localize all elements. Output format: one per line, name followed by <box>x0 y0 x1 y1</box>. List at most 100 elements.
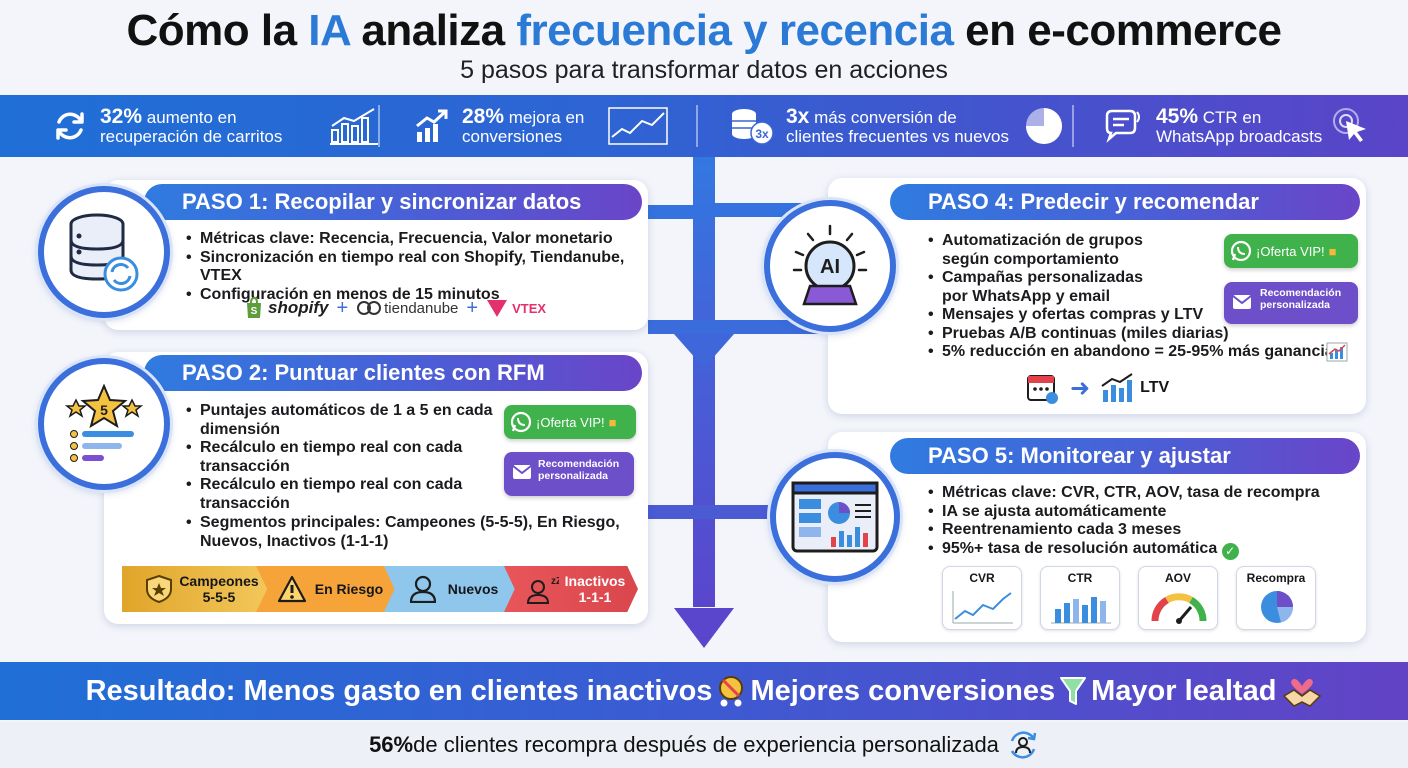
divider <box>378 105 380 147</box>
metric-card-ctr: CTR <box>1040 566 1120 630</box>
bar-chart-icon <box>1101 373 1133 402</box>
result-bar: Resultado: Menos gasto en clientes inact… <box>0 662 1408 720</box>
svg-text:S: S <box>251 306 258 317</box>
list-item: 95%+ tasa de resolución automática ✓ <box>928 540 1348 560</box>
step1-bullets: Métricas clave: Recencia, Frecuencia, Va… <box>186 230 646 304</box>
coins-icon: 3x <box>732 109 774 145</box>
funnel-icon <box>1060 677 1087 705</box>
whatsapp-icon <box>1230 240 1252 262</box>
check-circle-icon: ✓ <box>1221 542 1239 560</box>
cursor-click-icon <box>1333 108 1367 142</box>
list-item: Reentrenamiento cada 3 meses <box>928 521 1348 540</box>
pie-chart-icon <box>1261 591 1293 623</box>
title-highlight: frecuencia y recencia <box>516 6 954 55</box>
metric-card-repurchase: Recompra <box>1236 566 1316 630</box>
list-item: Métricas clave: Recencia, Frecuencia, Va… <box>186 230 646 249</box>
result-item: Mayor lealtad <box>1091 674 1277 707</box>
database-sync-icon <box>69 213 139 292</box>
handshake-heart-icon <box>1283 678 1322 707</box>
badge-text: ¡Oferta VIP! <box>1256 243 1325 259</box>
step4-bullets-more: Mensajes y ofertas compras y LTV Pruebas… <box>928 306 1368 362</box>
growth-chart-icon <box>1326 342 1348 362</box>
page-title: Cómo la IA analiza frecuencia y recencia… <box>0 6 1408 56</box>
ltv-flow: ➜ LTV <box>1026 370 1169 406</box>
no-spend-icon <box>719 676 744 707</box>
bar-chart-icon <box>330 108 379 145</box>
divider <box>1072 105 1074 147</box>
list-item: Pruebas A/B continuas (miles diarias) <box>928 325 1368 344</box>
footer-text: de clientes recompra después de experien… <box>413 732 999 757</box>
arrow-right-icon: ➜ <box>1070 374 1091 402</box>
step2-segments-bullet: Segmentos principales: Campeones (5-5-5)… <box>186 514 636 551</box>
step5-bullets: Métricas clave: CVR, CTR, AOV, tasa de r… <box>928 484 1348 560</box>
line-chart-icon <box>952 591 1013 624</box>
rating-stars-icon: 5 <box>64 384 144 462</box>
flow-connector <box>648 320 834 334</box>
chat-icon <box>1105 109 1140 143</box>
list-item: Automatización de grupos según comportam… <box>928 232 1164 269</box>
list-item: Configuración en menos de 15 minutos <box>186 286 646 305</box>
footer-value: 56% <box>369 732 414 757</box>
metric-label: CVR <box>969 571 995 585</box>
title-text: Cómo la <box>126 6 309 55</box>
step2-bullets: Puntajes automáticos de 1 a 5 en cada di… <box>186 402 496 513</box>
warning-icon <box>277 575 306 603</box>
svg-text:5: 5 <box>100 402 108 418</box>
bar-chart-icon <box>1051 597 1111 624</box>
result-item: Mejores conversiones <box>750 674 1056 707</box>
vip-offer-badge: ¡Oferta VIP! ■ <box>1224 234 1358 268</box>
metric-label: Recompra <box>1246 571 1306 585</box>
step4-bullets: Automatización de grupos según comportam… <box>928 232 1164 306</box>
list-item: Puntajes automáticos de 1 a 5 en cada di… <box>186 402 496 439</box>
email-icon <box>1232 295 1252 309</box>
recommendation-badge: Recomendación personalizada <box>1224 282 1358 324</box>
flow-arrowhead <box>674 608 734 648</box>
step5-icon-circle <box>770 452 900 582</box>
step4-icon-circle: AI <box>764 200 896 332</box>
title-text: en e-commerce <box>953 6 1282 55</box>
plus-divider: + <box>466 296 479 319</box>
divider <box>696 105 698 147</box>
list-item: Segmentos principales: Campeones (5-5-5)… <box>186 514 636 551</box>
vtex-icon <box>487 300 508 317</box>
ltv-label: LTV <box>1140 379 1170 396</box>
badge-text: personalizada <box>538 470 609 482</box>
refresh-icon <box>56 112 84 140</box>
sleeping-user-icon: zZ <box>526 576 559 604</box>
svg-text:zZ: zZ <box>551 576 559 587</box>
cloud-icon <box>357 301 382 315</box>
svg-text:3x: 3x <box>755 127 769 141</box>
step1-title: PASO 1: Recopilar y sincronizar datos <box>144 184 642 220</box>
list-item: Métricas clave: CVR, CTR, AOV, tasa de r… <box>928 484 1348 503</box>
metric-label: CTR <box>1067 571 1093 585</box>
metric-card-aov: AOV <box>1138 566 1218 630</box>
svg-text:AI: AI <box>820 256 840 278</box>
segment-at-risk: En Riesgo <box>256 566 396 612</box>
list-item: Mensajes y ofertas compras y LTV <box>928 306 1368 325</box>
shopify-bag-icon: S <box>247 297 261 318</box>
vip-offer-badge: ¡Oferta VIP! ■ <box>504 405 636 439</box>
result-item: Menos gasto en clientes inactivos <box>243 674 713 707</box>
title-ia-highlight: IA <box>308 6 350 55</box>
metric-label: AOV <box>1164 571 1191 585</box>
list-item: Sincronización en tiempo real con Shopif… <box>186 249 646 286</box>
platform-logos: S shopify + tiendanube + VTEX <box>244 296 546 320</box>
badge-text: ¡Oferta VIP! <box>536 414 605 430</box>
shield-star-icon <box>146 574 173 604</box>
step1-icon-circle <box>38 186 170 318</box>
shopify-logo: shopify <box>268 298 329 317</box>
list-item: IA se ajusta automáticamente <box>928 503 1348 522</box>
pie-chart-icon <box>1026 108 1063 144</box>
flow-line-vertical <box>693 157 715 607</box>
dashboard-icon <box>791 481 879 553</box>
vtex-logo: VTEX <box>512 300 547 316</box>
list-item: Recálculo en tiempo real con cada transa… <box>186 439 496 476</box>
step2-title: PASO 2: Puntuar clientes con RFM <box>144 355 642 391</box>
